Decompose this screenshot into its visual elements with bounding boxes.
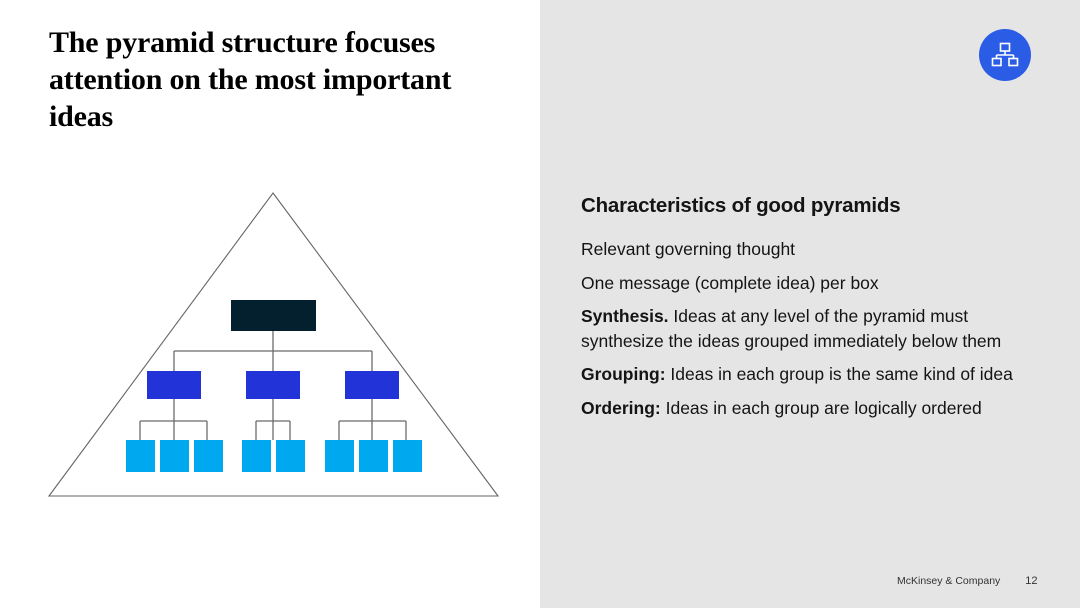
node-supporting-4 (242, 440, 271, 472)
panel-item-label: Synthesis. (581, 306, 669, 326)
org-chart-icon (991, 42, 1019, 67)
right-panel-background (540, 0, 1080, 608)
org-chart-logo-badge (979, 29, 1031, 81)
pyramid-hierarchy-diagram (47, 192, 500, 497)
panel-item-text: Ideas in each group are logically ordere… (660, 397, 982, 418)
panel-item-3: Synthesis. Ideas at any level of the pyr… (581, 304, 1036, 353)
panel-item-2: One message (complete idea) per box (581, 271, 1036, 296)
footer-page-number: 12 (1025, 575, 1038, 587)
node-supporting-3 (194, 440, 223, 472)
node-supporting-7 (359, 440, 388, 472)
panel-item-label: Ordering: (581, 397, 661, 418)
footer-brand: McKinsey & Company (897, 575, 1001, 587)
footer: McKinsey & Company 12 (897, 575, 1038, 587)
page-title: The pyramid structure focuses attention … (49, 26, 452, 134)
node-supporting-6 (325, 440, 354, 472)
node-key-line-2 (246, 371, 300, 399)
panel-item-text: Relevant governing thought (581, 239, 796, 259)
pyramid-outline (47, 192, 500, 497)
panel-heading: Characteristics of good pyramids (581, 194, 901, 217)
panel-item-1: Relevant governing thought (581, 237, 1036, 262)
panel-item-4: Grouping: Ideas in each group is the sam… (581, 362, 1036, 387)
panel-item-5: Ordering: Ideas in each group are logica… (581, 396, 1036, 421)
characteristics-panel: Characteristics of good pyramids Relevan… (581, 193, 1036, 429)
connector-level1-level2 (173, 331, 373, 373)
panel-item-text: Ideas in each group is the same kind of … (665, 364, 1013, 384)
connector-group-1 (139, 398, 208, 440)
node-supporting-2 (160, 440, 189, 472)
node-supporting-8 (393, 440, 422, 472)
node-supporting-5 (276, 440, 305, 472)
node-key-line-3 (345, 371, 399, 399)
panel-item-text: Ideas at any level of the pyramid must s… (581, 306, 1002, 351)
node-supporting-1 (126, 440, 155, 472)
panel-item-text: One message (complete idea) per box (581, 272, 879, 293)
node-key-line-1 (147, 371, 201, 399)
connector-group-3 (338, 398, 407, 440)
panel-item-label: Grouping: (581, 364, 666, 384)
connector-group-2 (255, 398, 291, 440)
node-governing-thought (231, 300, 316, 331)
